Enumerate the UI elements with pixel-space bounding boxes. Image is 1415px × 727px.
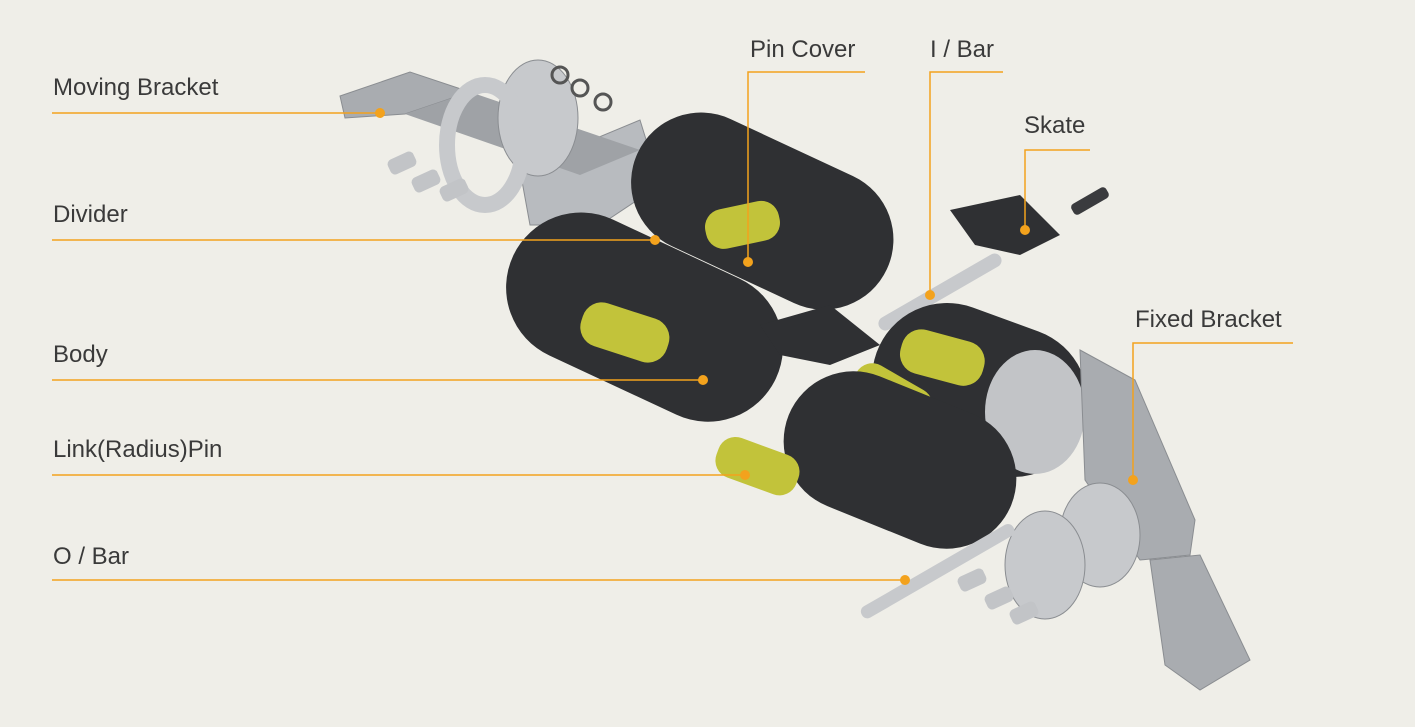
dot-i-bar [925,290,935,300]
link-pin-part [715,436,800,496]
label-moving-bracket: Moving Bracket [53,74,219,101]
leader-pin-cover [747,71,865,260]
leader-lines [52,71,1293,581]
dot-link-pin [740,470,750,480]
label-link-radius-pin: Link(Radius)Pin [53,436,223,463]
label-i-bar: I / Bar [930,36,995,63]
dot-o-bar [900,575,910,585]
bottom-link [783,371,1017,549]
label-fixed-bracket: Fixed Bracket [1135,306,1282,333]
dot-body [698,375,708,385]
dot-divider [650,235,660,245]
top-link [631,112,894,310]
left-link [506,212,783,422]
dot-fixed-bracket [1128,475,1138,485]
skate-part [950,187,1109,255]
o-bar-part [860,524,1015,619]
leader-fixed-bracket [1132,342,1293,480]
label-divider: Divider [53,201,128,228]
dot-moving-bracket [375,108,385,118]
label-pin-cover: Pin Cover [750,36,856,63]
label-body: Body [53,341,108,368]
dot-skate [1020,225,1030,235]
leader-dots [375,108,1138,585]
i-bar-part [878,253,1002,331]
divider-part [760,305,880,365]
leader-skate [1024,149,1090,230]
fixed-bracket-part [957,349,1251,691]
dot-pin-cover [743,257,753,267]
label-o-bar: O / Bar [53,543,130,570]
label-skate: Skate [1024,112,1086,139]
leader-i-bar [929,71,1003,295]
bracket-plates [387,59,613,213]
